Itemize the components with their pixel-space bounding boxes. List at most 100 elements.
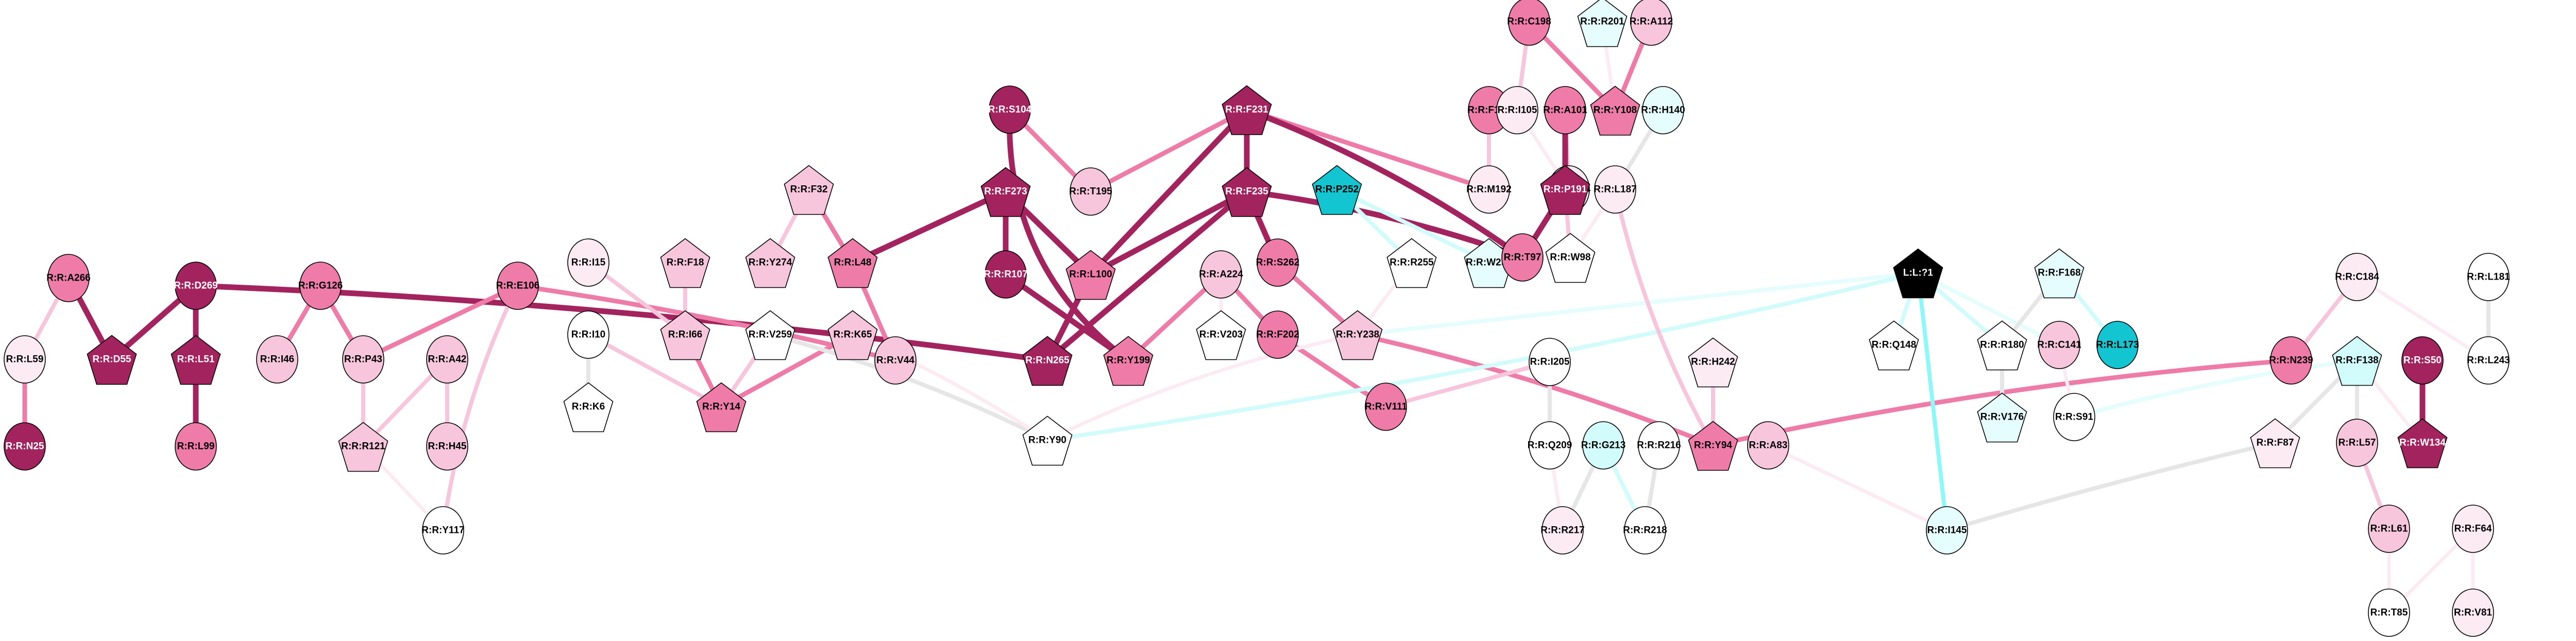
node-l181[interactable]: R:R:L181 bbox=[2467, 253, 2510, 301]
node-l59[interactable]: R:R:L59 bbox=[4, 335, 46, 384]
pentagon-node-shape[interactable] bbox=[1590, 85, 1640, 136]
node-t97[interactable]: R:R:T97 bbox=[1501, 233, 1544, 282]
circle-node-shape[interactable] bbox=[4, 422, 46, 471]
circle-node-shape[interactable] bbox=[2336, 253, 2378, 301]
circle-node-shape[interactable] bbox=[1582, 421, 1624, 470]
circle-node-shape[interactable] bbox=[2270, 336, 2312, 385]
node-h140[interactable]: R:R:H140 bbox=[1641, 86, 1685, 134]
pentagon-node-shape[interactable] bbox=[1386, 238, 1437, 288]
circle-node-shape[interactable] bbox=[2467, 336, 2510, 385]
pentagon-node-shape[interactable] bbox=[171, 335, 221, 385]
circle-node-shape[interactable] bbox=[1624, 506, 1666, 555]
node-h242[interactable]: R:R:H242 bbox=[1688, 337, 1738, 388]
pentagon-node-shape[interactable] bbox=[1545, 233, 1596, 283]
node-s262[interactable]: R:R:S262 bbox=[1256, 238, 1299, 287]
node-p43[interactable]: R:R:P43 bbox=[342, 335, 384, 384]
pentagon-node-shape[interactable] bbox=[1065, 250, 1116, 300]
circle-node-shape[interactable] bbox=[1529, 421, 1571, 470]
circle-node-shape[interactable] bbox=[175, 422, 217, 471]
pentagon-node-shape[interactable] bbox=[1312, 165, 1362, 215]
node-f231[interactable]: R:R:F231 bbox=[1222, 85, 1272, 135]
node-p252[interactable]: R:R:P252 bbox=[1312, 165, 1362, 215]
pentagon-node-shape[interactable] bbox=[784, 165, 834, 215]
node-y117[interactable]: R:R:Y117 bbox=[421, 506, 465, 555]
circle-node-shape[interactable] bbox=[1642, 86, 1684, 134]
circle-node-shape[interactable] bbox=[1544, 86, 1586, 134]
circle-node-shape[interactable] bbox=[1594, 165, 1636, 214]
node-f273[interactable]: R:R:F273 bbox=[980, 167, 1031, 217]
node-v111[interactable]: R:R:V111 bbox=[1365, 383, 1408, 431]
node-a266[interactable]: R:R:A266 bbox=[46, 254, 91, 302]
pentagon-node-shape[interactable] bbox=[2034, 248, 2084, 299]
node-l243[interactable]: R:R:L243 bbox=[2467, 336, 2510, 385]
circle-node-shape[interactable] bbox=[256, 335, 298, 384]
circle-node-shape[interactable] bbox=[2053, 393, 2095, 441]
pentagon-node-shape[interactable] bbox=[1577, 0, 1628, 47]
node-f168[interactable]: R:R:F168 bbox=[2034, 248, 2084, 299]
circle-node-shape[interactable] bbox=[1747, 421, 1789, 470]
node-w134[interactable]: R:R:W134 bbox=[2397, 418, 2448, 469]
node-f64[interactable]: R:R:F64 bbox=[2452, 505, 2494, 553]
circle-node-shape[interactable] bbox=[2452, 588, 2494, 637]
pentagon-node-shape[interactable] bbox=[660, 310, 710, 360]
pentagon-node-shape[interactable] bbox=[1103, 336, 1154, 386]
node-c141[interactable]: R:R:C141 bbox=[2037, 321, 2081, 369]
node-r201[interactable]: R:R:R201 bbox=[1577, 0, 1628, 47]
pentagon-node-shape[interactable] bbox=[745, 238, 795, 288]
node-v203[interactable]: R:R:V203 bbox=[1196, 310, 1246, 360]
circle-node-shape[interactable] bbox=[2336, 419, 2378, 467]
pentagon-node-shape[interactable] bbox=[338, 422, 388, 472]
circle-node-shape[interactable] bbox=[426, 335, 468, 384]
pentagon-node-shape[interactable] bbox=[696, 382, 747, 432]
pentagon-node-shape[interactable] bbox=[980, 167, 1031, 217]
node-t85[interactable]: R:R:T85 bbox=[2368, 588, 2410, 637]
node-h45[interactable]: R:R:H45 bbox=[426, 422, 468, 471]
node-i15[interactable]: R:R:I15 bbox=[567, 238, 609, 287]
pentagon-node-shape[interactable] bbox=[87, 335, 137, 385]
circle-node-shape[interactable] bbox=[1496, 86, 1538, 134]
circle-node-shape[interactable] bbox=[985, 250, 1027, 299]
node-l51[interactable]: R:R:L51 bbox=[171, 335, 221, 385]
pentagon-node-shape[interactable] bbox=[2397, 418, 2448, 469]
circle-node-shape[interactable] bbox=[1630, 0, 1672, 46]
circle-node-shape[interactable] bbox=[4, 335, 46, 384]
node-k65[interactable]: R:R:K65 bbox=[827, 310, 878, 360]
node-i145[interactable]: R:R:I145 bbox=[1926, 506, 1968, 555]
node-q209[interactable]: R:R:Q209 bbox=[1528, 421, 1572, 470]
pentagon-node-shape[interactable] bbox=[1688, 421, 1738, 471]
pentagon-node-shape[interactable] bbox=[1869, 320, 1919, 371]
node-s91[interactable]: R:R:S91 bbox=[2053, 393, 2095, 441]
node-f235[interactable]: R:R:F235 bbox=[1222, 167, 1272, 217]
circle-node-shape[interactable] bbox=[989, 85, 1031, 134]
circle-node-shape[interactable] bbox=[1200, 250, 1242, 299]
pentagon-node-shape[interactable] bbox=[563, 382, 614, 432]
circle-node-shape[interactable] bbox=[1365, 383, 1407, 431]
pentagon-node-shape[interactable] bbox=[827, 238, 878, 288]
node-w98[interactable]: R:R:W98 bbox=[1545, 233, 1596, 283]
node-y90[interactable]: R:R:Y90 bbox=[1022, 415, 1073, 466]
circle-node-shape[interactable] bbox=[47, 254, 90, 302]
circle-node-shape[interactable] bbox=[1501, 233, 1544, 282]
node-a112[interactable]: R:R:A112 bbox=[1630, 0, 1673, 46]
pentagon-node-shape[interactable] bbox=[660, 238, 710, 288]
node-g126[interactable]: R:R:G126 bbox=[298, 262, 343, 310]
node-l187[interactable]: R:R:L187 bbox=[1594, 165, 1637, 214]
node-l57[interactable]: R:R:L57 bbox=[2336, 419, 2378, 467]
node-f18[interactable]: R:R:F18 bbox=[660, 238, 710, 288]
node-l61[interactable]: R:R:L61 bbox=[2368, 505, 2410, 553]
node-l48[interactable]: R:R:L48 bbox=[827, 238, 878, 288]
node-a101[interactable]: R:R:A101 bbox=[1543, 86, 1587, 134]
node-lig[interactable]: L:L:?1 bbox=[1893, 248, 1943, 299]
circle-node-shape[interactable] bbox=[2401, 336, 2444, 385]
circle-node-shape[interactable] bbox=[1070, 167, 1112, 216]
pentagon-node-shape[interactable] bbox=[1022, 336, 1073, 386]
circle-node-shape[interactable] bbox=[1926, 506, 1968, 555]
node-l99[interactable]: R:R:L99 bbox=[175, 422, 217, 471]
pentagon-node-shape[interactable] bbox=[1196, 310, 1246, 360]
node-e106[interactable]: R:R:E106 bbox=[496, 262, 539, 310]
pentagon-node-shape[interactable] bbox=[827, 310, 878, 360]
circle-node-shape[interactable] bbox=[1508, 0, 1550, 46]
pentagon-node-shape[interactable] bbox=[1977, 320, 2027, 371]
node-l173[interactable]: R:R:L173 bbox=[2096, 321, 2139, 369]
circle-node-shape[interactable] bbox=[2452, 505, 2494, 553]
